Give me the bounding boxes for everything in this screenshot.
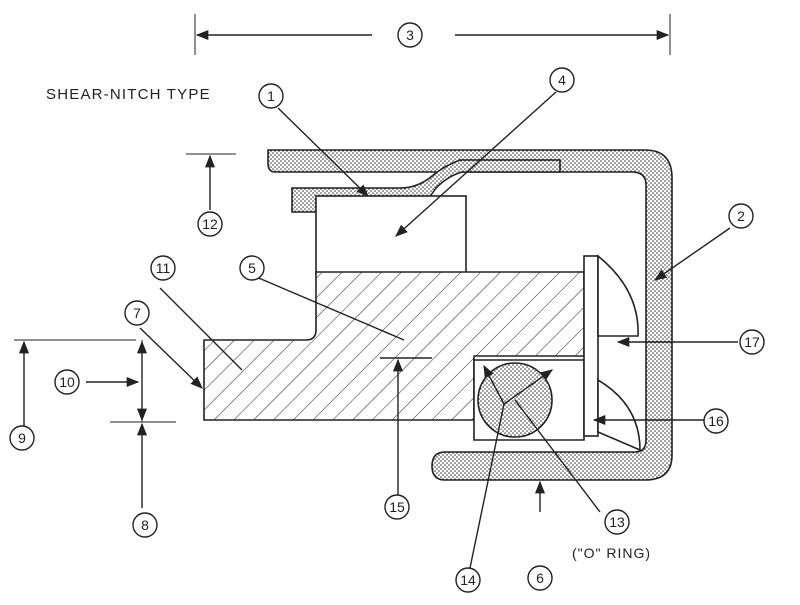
o-ring-note: ("O" RING) [572, 545, 652, 561]
svg-text:7: 7 [133, 305, 141, 321]
main-body [203, 271, 585, 421]
svg-text:8: 8 [141, 517, 149, 533]
flange-lip-lower [597, 378, 641, 452]
outer-case [267, 149, 673, 481]
svg-text:15: 15 [389, 499, 405, 515]
svg-text:11: 11 [156, 260, 171, 276]
spacer-block [315, 195, 467, 275]
callout-2: 2 [728, 203, 754, 229]
callout-10: 10 [54, 369, 80, 395]
callout-13: 13 [604, 509, 630, 535]
callout-15: 15 [384, 494, 410, 520]
diagram-title: SHEAR-NITCH TYPE [46, 86, 211, 103]
callout-16: 16 [703, 408, 729, 434]
svg-text:1: 1 [267, 88, 275, 104]
svg-text:13: 13 [609, 514, 625, 530]
svg-text:17: 17 [744, 334, 760, 350]
svg-text:16: 16 [708, 413, 724, 429]
callout-9: 9 [9, 425, 35, 451]
flange-washer [583, 255, 599, 437]
svg-text:4: 4 [558, 72, 566, 88]
callout-12: 12 [197, 211, 223, 237]
leader-lines [14, 91, 738, 569]
svg-text:3: 3 [406, 27, 414, 43]
callout-1: 1 [258, 83, 284, 109]
callout-4: 4 [549, 67, 575, 93]
callout-11: 11 [150, 255, 176, 281]
callout-6: 6 [527, 565, 553, 591]
callout-7: 7 [124, 300, 150, 326]
callout-14: 14 [455, 567, 481, 593]
dimension-3 [194, 14, 671, 55]
callout-17: 17 [739, 329, 765, 355]
svg-text:14: 14 [460, 572, 476, 588]
svg-text:10: 10 [59, 374, 75, 390]
svg-text:5: 5 [248, 260, 256, 276]
callout-3: 3 [397, 22, 423, 48]
flange-lip-upper [597, 254, 639, 337]
callout-5: 5 [239, 255, 265, 281]
callout-8: 8 [132, 512, 158, 538]
svg-text:6: 6 [536, 570, 544, 586]
svg-text:2: 2 [737, 208, 745, 224]
svg-text:12: 12 [202, 216, 218, 232]
svg-text:9: 9 [18, 430, 26, 446]
